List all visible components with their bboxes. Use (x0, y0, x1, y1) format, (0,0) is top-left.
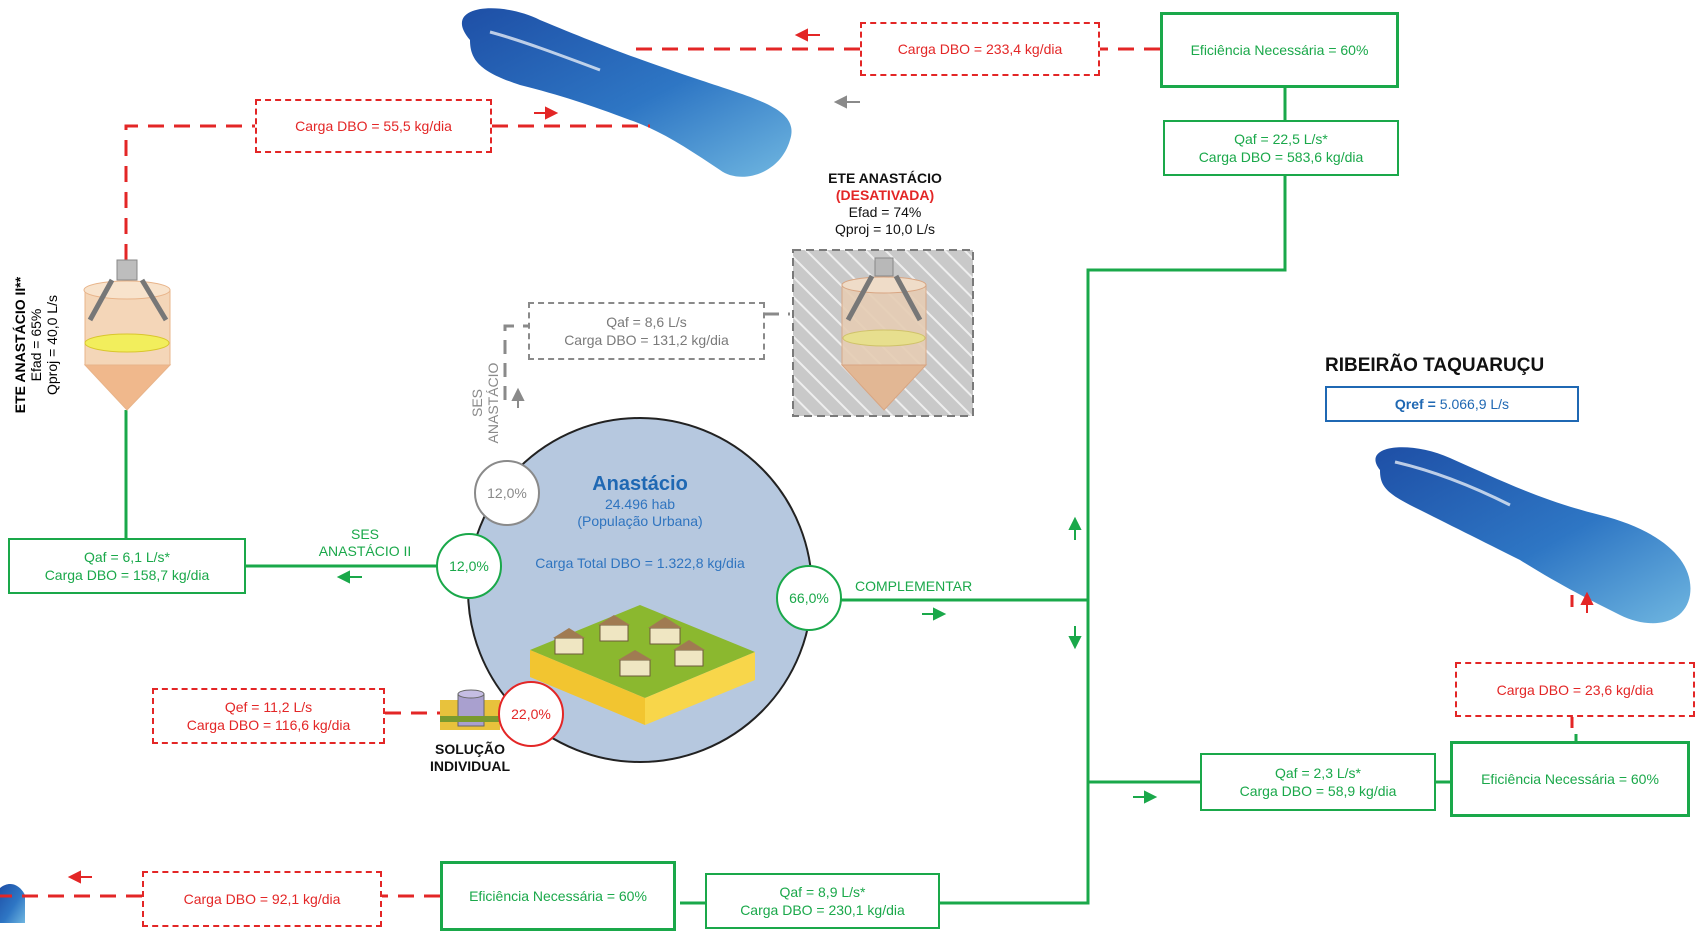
bottom-efficiency: Eficiência Necessária = 60% (469, 888, 647, 904)
city-houses-icon (530, 605, 755, 725)
ete1-name: ETE ANASTÁCIO (828, 170, 942, 186)
taquarucu-qref-value: 5.066,9 L/s (1439, 396, 1510, 412)
taquarucu-load-in: Carga DBO = 23,6 kg/dia (1496, 681, 1654, 698)
city-info: Anastácio 24.496 hab (População Urbana) (520, 472, 760, 530)
ete1-efad: Efad = 74% (848, 204, 922, 220)
ete1-pct: 12,0% (487, 485, 527, 501)
ete2-ses-name: ANASTÁCIO II (318, 543, 412, 559)
ete2-qaf: Qaf = 6,1 L/s* (84, 549, 170, 565)
ete2-ses: SES (350, 526, 379, 542)
ete2-label: ETE ANASTÁCIO II** Efad = 65% Qproj = 40… (12, 270, 78, 420)
individual-flow-box: Qef = 11,2 L/s Carga DBO = 116,6 kg/dia (152, 688, 385, 744)
individual-pct-circle: 22,0% (498, 681, 564, 747)
taquarucu-load: Carga DBO = 58,9 kg/dia (1239, 783, 1397, 799)
ete2-flow-box: Qaf = 6,1 L/s* Carga DBO = 158,7 kg/dia (8, 538, 246, 594)
top-load: Carga DBO = 583,6 kg/dia (1198, 149, 1364, 165)
individual-label-2: INDIVIDUAL (429, 758, 511, 774)
top-load-in: Carga DBO = 233,4 kg/dia (897, 41, 1063, 57)
top-flow-box: Qaf = 22,5 L/s* Carga DBO = 583,6 kg/dia (1163, 120, 1399, 176)
ete1-pct-circle: 12,0% (474, 460, 540, 526)
ete1-flow-box: Qaf = 8,6 L/s Carga DBO = 131,2 kg/dia (528, 302, 765, 360)
bottom-flow-box: Qaf = 8,9 L/s* Carga DBO = 230,1 kg/dia (705, 873, 940, 929)
river-bottom (0, 884, 25, 923)
ete2-load: Carga DBO = 158,7 kg/dia (44, 567, 210, 583)
taquarucu-qref-label: Qref = (1394, 396, 1436, 412)
individual-label: SOLUÇÃO INDIVIDUAL (415, 741, 525, 775)
taquarucu-efficiency-box: Eficiência Necessária = 60% (1450, 741, 1690, 817)
ete2-efad: Efad = 65% (28, 308, 44, 382)
city-pop-note: (População Urbana) (577, 513, 703, 529)
ete1-ses-label: SES ANASTÁCIO (469, 358, 505, 448)
top-qaf: Qaf = 22,5 L/s* (1234, 131, 1328, 147)
bottom-efficiency-box: Eficiência Necessária = 60% (440, 861, 676, 931)
bottom-qaf: Qaf = 8,9 L/s* (779, 884, 866, 900)
ete2-pct-circle: 12,0% (436, 533, 502, 599)
individual-qef: Qef = 11,2 L/s (224, 699, 313, 715)
ete1-qaf: Qaf = 8,6 L/s (606, 314, 687, 330)
taquarucu-qaf: Qaf = 2,3 L/s* (1275, 765, 1361, 781)
ete1-ses-name: ANASTÁCIO (485, 362, 501, 444)
ete1-load: Carga DBO = 131,2 kg/dia (564, 332, 729, 348)
city-name: Anastácio (592, 473, 688, 495)
river-taquarucu (1375, 447, 1691, 624)
bottom-load-in-box: Carga DBO = 92,1 kg/dia (142, 871, 382, 927)
taquarucu-title: RIBEIRÃO TAQUARUÇU (1325, 355, 1545, 376)
city-total-load: Carga Total DBO = 1.322,8 kg/dia (535, 555, 745, 571)
taquarucu-load-in-box: Carga DBO = 23,6 kg/dia (1455, 662, 1695, 717)
ete1-tank (792, 249, 974, 417)
top-efficiency: Eficiência Necessária = 60% (1190, 42, 1369, 58)
bottom-load-in: Carga DBO = 92,1 kg/dia (183, 891, 341, 907)
ete2-qproj: Qproj = 40,0 L/s (44, 295, 60, 396)
top-load-in-box: Carga DBO = 233,4 kg/dia (860, 22, 1100, 76)
ete1-qproj: Qproj = 10,0 L/s (834, 221, 935, 237)
river-top (461, 8, 792, 177)
septic-tank-icon (440, 689, 500, 730)
ete2-pct: 12,0% (449, 558, 489, 574)
top-efficiency-box: Eficiência Necessária = 60% (1160, 12, 1399, 88)
ete2-name: ETE ANASTÁCIO II** (12, 276, 28, 414)
individual-label-1: SOLUÇÃO (435, 741, 505, 757)
complementar-pct: 66,0% (789, 590, 829, 606)
individual-load: Carga DBO = 116,6 kg/dia (186, 717, 351, 733)
ete2-tank (83, 259, 172, 411)
taquarucu-qref-box: Qref = 5.066,9 L/s (1325, 386, 1579, 422)
ete1-status: (DESATIVADA) (835, 187, 935, 203)
bottom-load: Carga DBO = 230,1 kg/dia (740, 902, 905, 918)
ete2-load-out-box: Carga DBO = 55,5 kg/dia (255, 99, 492, 153)
complementar-label: COMPLEMENTAR (855, 578, 973, 594)
ete1-label: ETE ANASTÁCIO (DESATIVADA) Efad = 74% Qp… (800, 170, 970, 238)
ete2-ses-label: SES ANASTÁCIO II (295, 526, 435, 560)
ete1-ses: SES (469, 389, 485, 418)
taquarucu-efficiency: Eficiência Necessária = 60% (1481, 771, 1659, 787)
city-pop: 24.496 hab (604, 496, 676, 512)
individual-pct: 22,0% (511, 706, 551, 722)
ete2-load-out: Carga DBO = 55,5 kg/dia (295, 118, 452, 134)
taquarucu-flow-box: Qaf = 2,3 L/s* Carga DBO = 58,9 kg/dia (1200, 753, 1436, 811)
complementar-pct-circle: 66,0% (776, 565, 842, 631)
